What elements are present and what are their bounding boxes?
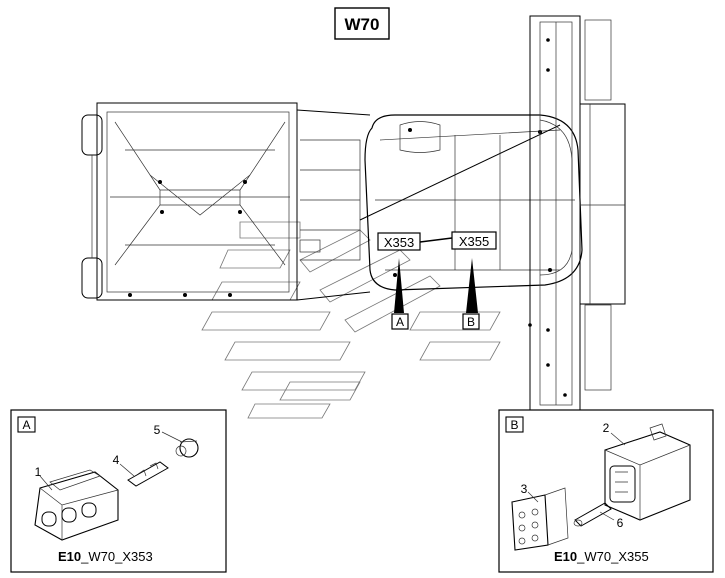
title-box: W70 xyxy=(334,7,390,40)
front-frame xyxy=(528,15,626,412)
part-label-5: 5 xyxy=(154,423,161,437)
terminal-part xyxy=(127,461,169,487)
detail-panel-b: B 2 3 6 E10_W70 xyxy=(498,409,714,573)
connector-x353-label: X353 xyxy=(384,235,414,250)
part-label-2: 2 xyxy=(603,421,610,435)
detail-panel-a: A 1 4 5 E10_W70_X353 xyxy=(10,409,227,573)
part-label-3: 3 xyxy=(521,482,528,496)
detail-b-caption-rest: _W70_X355 xyxy=(576,549,649,564)
detail-a-tag: A xyxy=(22,418,30,432)
pin-part xyxy=(573,502,612,527)
pointer-a xyxy=(394,258,404,313)
part-label-1: 1 xyxy=(35,465,42,479)
callout-b-label: B xyxy=(467,315,475,329)
rear-frame xyxy=(81,102,371,301)
housing-part xyxy=(34,469,119,541)
housing-part-b xyxy=(604,423,691,521)
connector-x355-label: X355 xyxy=(459,234,489,249)
detail-a-caption: E10_W70_X353 xyxy=(58,549,153,564)
detail-b-caption-bold: E10 xyxy=(554,549,577,564)
seal-part xyxy=(175,438,199,458)
callout-a-label: A xyxy=(396,315,404,329)
connector-x353: X353 xyxy=(377,232,421,251)
callout-b: B xyxy=(462,313,480,330)
detail-a-caption-bold: E10 xyxy=(58,549,81,564)
part-label-6: 6 xyxy=(617,516,624,530)
detail-b-tag: B xyxy=(510,418,518,432)
diagram-title: W70 xyxy=(345,15,380,34)
connector-x355: X355 xyxy=(451,231,497,250)
detail-a-caption-rest: _W70_X353 xyxy=(80,549,153,564)
part-label-4: 4 xyxy=(113,453,120,467)
cab-roof xyxy=(359,114,583,291)
pointer-b xyxy=(466,258,478,313)
connector-link xyxy=(419,237,453,243)
detail-b-caption: E10_W70_X355 xyxy=(554,549,649,564)
callout-a: A xyxy=(391,313,409,330)
wedge-lock-part xyxy=(511,487,569,551)
